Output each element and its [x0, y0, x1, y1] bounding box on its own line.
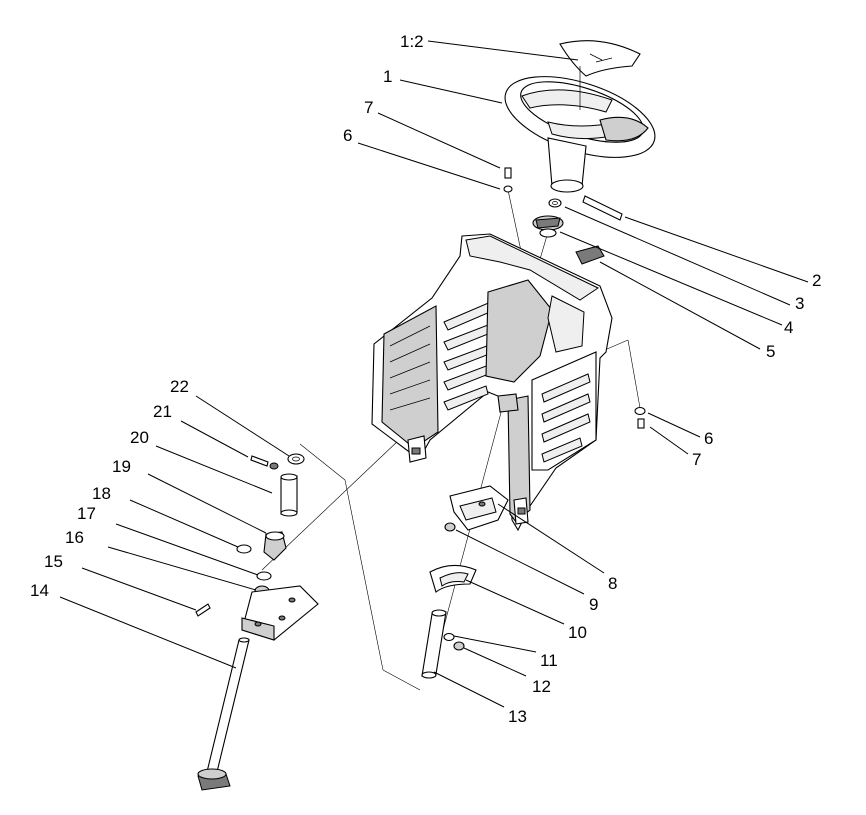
callout-1: 1 — [383, 67, 392, 86]
callout-15: 15 — [44, 552, 63, 571]
nut-9 — [444, 522, 456, 532]
spacer-tube-20 — [280, 473, 298, 517]
screw-15 — [195, 603, 211, 617]
washer-18 — [236, 544, 252, 554]
roll-pin — [582, 195, 623, 221]
callout-14: 14 — [30, 581, 49, 600]
callout-7-upper: 7 — [364, 98, 373, 117]
callout-18: 18 — [92, 484, 111, 503]
gear-19 — [263, 531, 287, 561]
callout-13: 13 — [508, 707, 527, 726]
callout-3: 3 — [795, 294, 804, 313]
steering-wheel-cap — [559, 40, 641, 77]
callout-labels: 1:2 1 7 6 2 3 4 5 6 7 22 21 20 19 18 17 … — [30, 32, 821, 726]
washer-3 — [548, 198, 562, 208]
callout-6-upper: 6 — [343, 126, 352, 145]
steering-shaft-14 — [197, 637, 250, 791]
callout-16: 16 — [65, 528, 84, 547]
leader-lines — [59, 40, 809, 708]
callout-12: 12 — [532, 677, 551, 696]
steering-wheel — [504, 66, 656, 193]
bolt-right — [634, 406, 646, 429]
cover-10 — [429, 564, 477, 593]
bracket-8 — [449, 485, 509, 531]
bolt-upper — [503, 167, 513, 193]
tube-13 — [421, 609, 447, 679]
callout-19: 19 — [112, 457, 131, 476]
steering-plate — [241, 585, 319, 641]
callout-6-right: 6 — [704, 429, 713, 448]
washer-17 — [256, 571, 272, 581]
callout-2: 2 — [812, 271, 821, 290]
callout-5: 5 — [766, 342, 775, 361]
callout-8: 8 — [608, 574, 617, 593]
washer-22 — [287, 453, 305, 465]
nut-12 — [453, 641, 465, 651]
callout-9: 9 — [589, 595, 598, 614]
bolt-21 — [250, 455, 279, 470]
callout-1-2: 1:2 — [400, 32, 424, 51]
callout-7-right: 7 — [692, 450, 701, 469]
clip-5 — [575, 245, 605, 265]
washer-11 — [443, 632, 455, 642]
callout-21: 21 — [153, 402, 172, 421]
dash-console — [371, 233, 613, 532]
callout-22: 22 — [170, 377, 189, 396]
callout-4: 4 — [784, 318, 793, 337]
steering-bushing — [532, 215, 564, 238]
callout-20: 20 — [130, 428, 149, 447]
callout-10: 10 — [568, 623, 587, 642]
callout-11: 11 — [540, 651, 558, 670]
callout-17: 17 — [77, 504, 96, 523]
